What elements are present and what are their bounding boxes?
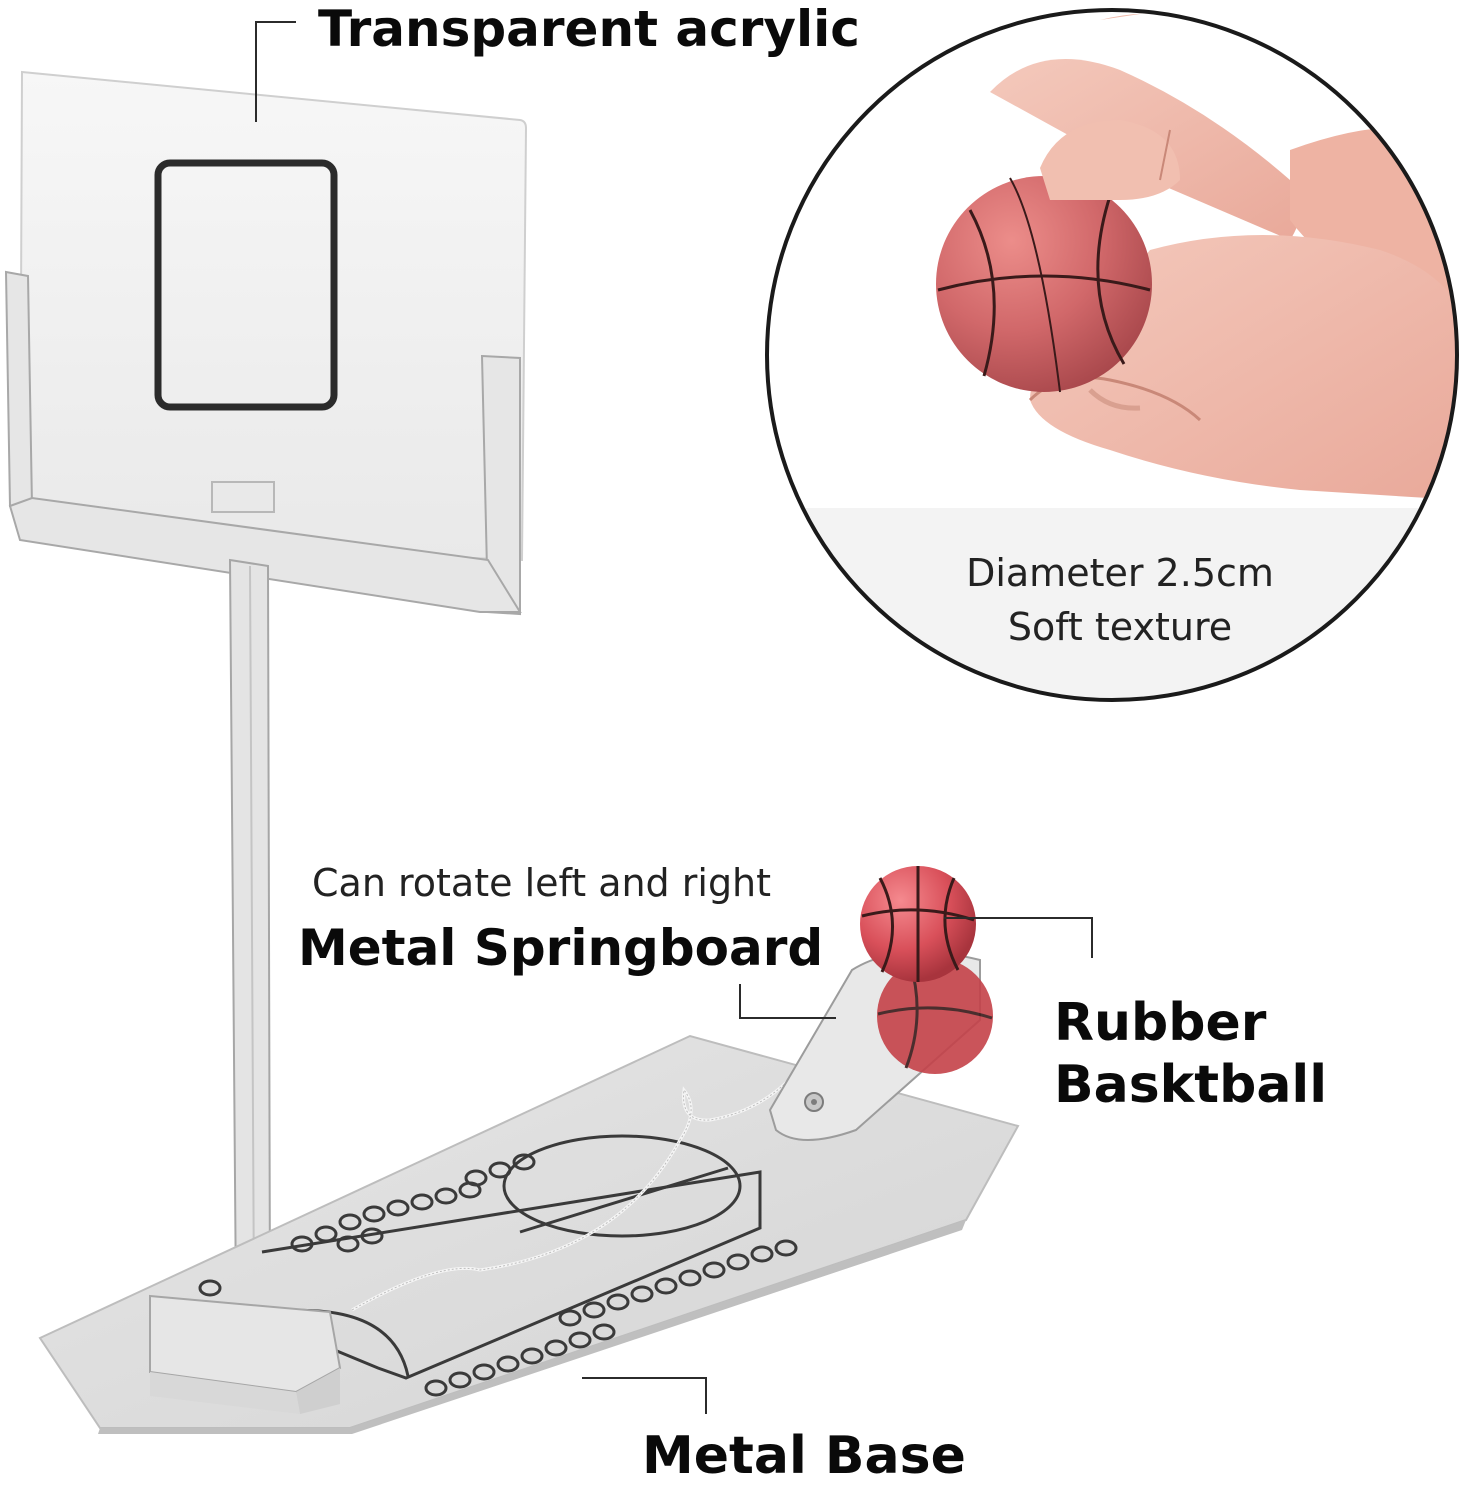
callout-lines [255, 21, 1093, 1414]
court-markings [261, 1134, 762, 1380]
backboard [18, 70, 528, 562]
label-diameter: Diameter 2.5cm [966, 551, 1274, 595]
pole-base-block [149, 1294, 342, 1414]
ball-spec: Diameter 2.5cm Soft texture [930, 546, 1310, 654]
backboard-frame [4, 270, 522, 616]
label-rubber-line2: Basktball [1054, 1055, 1328, 1115]
label-rubber-basketball: Rubber Basktball [1054, 992, 1327, 1116]
basketball-icon [860, 866, 976, 982]
court-dots [198, 1153, 798, 1397]
pole [228, 558, 272, 1306]
target-square [154, 159, 338, 411]
inset-circle-border [765, 8, 1459, 702]
label-metal-base: Metal Base [642, 1426, 966, 1486]
label-metal-springboard: Metal Springboard [298, 919, 824, 977]
label-rubber-line1: Rubber [1054, 993, 1267, 1053]
label-soft-texture: Soft texture [1007, 605, 1233, 649]
inset-circle [767, 10, 1457, 700]
label-rotate-note: Can rotate left and right [312, 861, 772, 905]
label-transparent-acrylic: Transparent acrylic [318, 0, 860, 58]
